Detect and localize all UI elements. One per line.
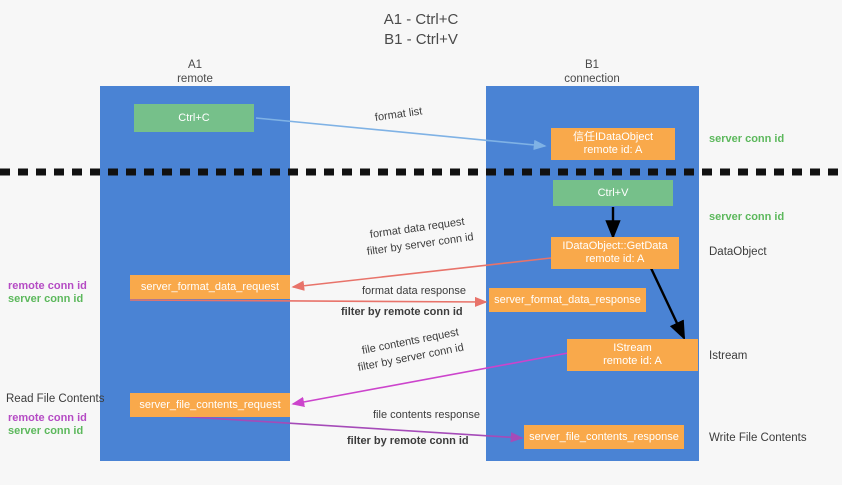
lane-b1-name: B1 (584, 59, 600, 71)
filter-prefix: filter by (347, 435, 390, 447)
left-label-server-conn-id-lower: server conn id (8, 425, 84, 437)
label-file-contents-response: file contents response (373, 409, 481, 421)
box-ctrl-c-label: Ctrl+C (178, 111, 210, 124)
label-format-data-response-filter: filter by remote conn id (341, 305, 463, 319)
box-istream[interactable]: IStream remote id: A (567, 339, 698, 371)
box-server-file-contents-response-label: server_file_contents_response (529, 430, 679, 443)
arrow-file-contents-request (291, 352, 569, 407)
box-idataobject-getdata[interactable]: IDataObject::GetData remote id: A (551, 237, 679, 269)
right-label-write-file-contents: Write File Contents (709, 432, 807, 444)
box-server-file-contents-request[interactable]: server_file_contents_request (130, 393, 290, 417)
right-label-dataobject: DataObject (709, 246, 767, 258)
box-istream-line1: IStream (613, 342, 652, 354)
box-server-file-contents-response[interactable]: server_file_contents_response (524, 425, 684, 449)
right-label-server-conn-id-top: server conn id (709, 133, 785, 145)
box-idataobject-line2: remote id: A (583, 144, 643, 156)
box-server-format-data-request[interactable]: server_format_data_request (130, 275, 290, 299)
lane-a1-sub: remote (177, 73, 213, 85)
box-ctrl-c[interactable]: Ctrl+C (134, 104, 254, 132)
lane-header-b1: B1 connection (512, 58, 672, 86)
filter-value-remote-conn-id: remote conn id (383, 306, 463, 318)
label-format-data-response: format data response (362, 285, 466, 297)
box-idataobject[interactable]: 信任IDataObject remote id: A (551, 128, 675, 160)
right-label-server-conn-id-second: server conn id (709, 211, 785, 223)
box-server-format-data-request-label: server_format_data_request (140, 280, 280, 293)
left-label-read-file-contents: Read File Contents (6, 393, 105, 405)
filter-prefix: filter by (341, 306, 384, 318)
box-getdata-line1: IDataObject::GetData (562, 240, 668, 252)
lane-header-a1: A1 remote (115, 58, 275, 86)
arrow-format-list (255, 117, 547, 151)
left-label-remote-conn-id-lower: remote conn id (8, 412, 87, 424)
box-server-file-contents-request-label: server_file_contents_request (139, 398, 281, 411)
arrow-getdata-to-istream (648, 265, 686, 341)
label-file-contents-response-filter: filter by remote conn id (347, 434, 469, 448)
box-istream-line2: remote id: A (603, 355, 662, 367)
title-line-1: A1 - Ctrl+C (383, 11, 459, 28)
page-title: A1 - Ctrl+C B1 - Ctrl+V (0, 10, 842, 50)
arrow-file-contents-response (159, 414, 524, 443)
arrow-format-data-request (291, 257, 552, 291)
title-line-2: B1 - Ctrl+V (384, 31, 458, 48)
arrow-format-data-response (129, 296, 488, 308)
left-label-remote-conn-id-upper: remote conn id (8, 280, 87, 292)
left-label-server-conn-id-upper: server conn id (8, 293, 84, 305)
lane-b1-sub: connection (564, 73, 620, 85)
lane-a1-name: A1 (187, 59, 203, 71)
box-ctrl-v-label: Ctrl+V (597, 186, 629, 199)
box-server-format-data-response[interactable]: server_format_data_response (489, 288, 646, 312)
box-server-format-data-response-label: server_format_data_response (494, 293, 641, 306)
box-ctrl-v[interactable]: Ctrl+V (553, 180, 673, 206)
right-label-istream: Istream (709, 350, 748, 362)
filter-value-remote-conn-id: remote conn id (389, 435, 469, 447)
box-getdata-line2: remote id: A (585, 253, 645, 265)
box-idataobject-line1: 信任IDataObject (572, 131, 654, 143)
